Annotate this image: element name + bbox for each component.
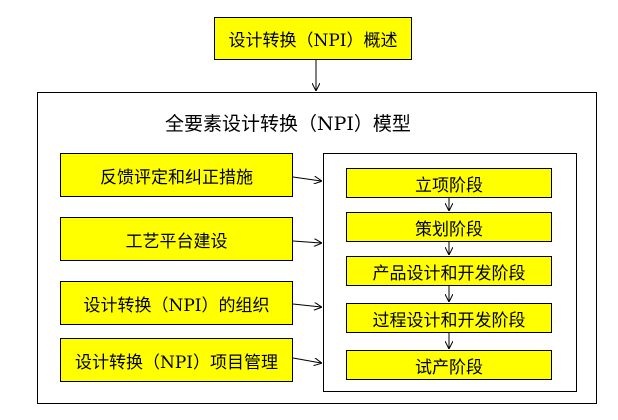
stage-trial-production: 试产阶段 [346,350,552,380]
arrow-feedback-to-stages [292,177,321,181]
stage-product-design: 产品设计和开发阶段 [346,256,552,286]
arrow-project-mgmt-to-stages [292,357,321,363]
stage-label: 立项阶段 [415,175,483,196]
stage-label: 产品设计和开发阶段 [372,263,526,284]
overview-box: 设计转换（NPI）概述 [214,17,412,60]
stages-frame [323,153,577,392]
arrow-organization-to-stages [292,304,321,307]
model-title: 全要素设计转换（NPI）模型 [165,113,411,135]
stage-process-design: 过程设计和开发阶段 [346,303,552,333]
left-item-process-platform: 工艺平台建设 [60,217,293,261]
arrow-platform-to-stages [292,241,321,243]
overview-box-label: 设计转换（NPI）概述 [228,31,398,51]
left-item-label: 设计转换（NPI）项目管理 [74,352,279,373]
stage-planning: 策划阶段 [346,212,552,242]
stage-label: 试产阶段 [415,357,483,378]
left-item-npi-project-management: 设计转换（NPI）项目管理 [60,338,293,382]
left-item-feedback: 反馈评定和纠正措施 [60,153,293,197]
left-item-label: 工艺平台建设 [125,231,228,252]
stage-label: 策划阶段 [415,219,483,240]
left-item-label: 反馈评定和纠正措施 [100,167,253,188]
left-item-label: 设计转换（NPI）的组织 [83,295,270,316]
stage-label: 过程设计和开发阶段 [372,310,526,331]
left-item-npi-organization: 设计转换（NPI）的组织 [60,281,293,325]
model-frame [37,92,597,404]
stage-initiation: 立项阶段 [346,168,552,198]
